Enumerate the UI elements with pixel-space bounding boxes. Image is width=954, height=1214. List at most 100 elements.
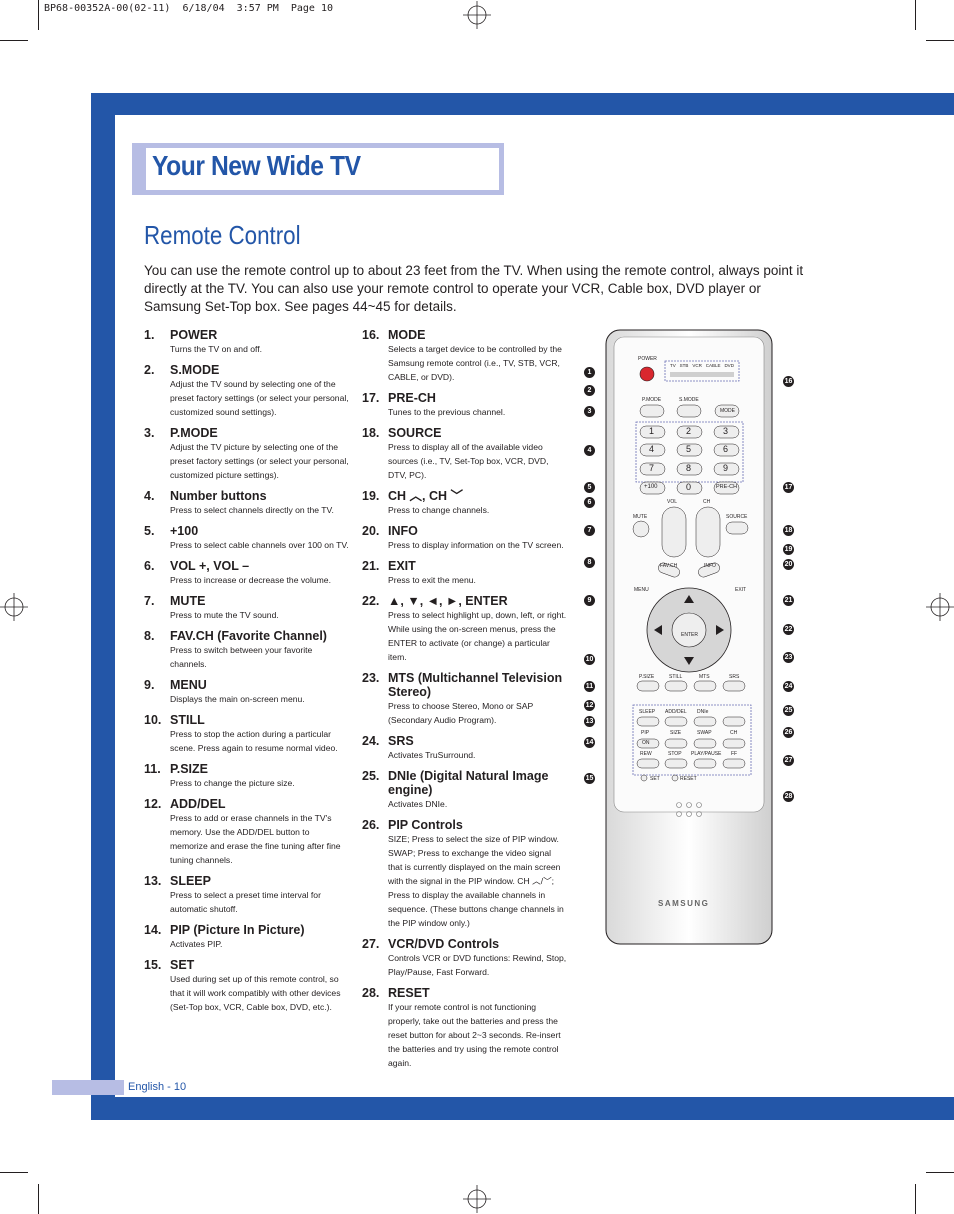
- favch-label: FAV.CH: [660, 563, 678, 569]
- callout-marker: 22: [783, 624, 794, 635]
- title-box: [146, 148, 499, 190]
- mode-label: MODE: [720, 408, 735, 414]
- intro-paragraph: You can use the remote control up to abo…: [144, 263, 804, 314]
- digit-1: 1: [649, 426, 655, 436]
- callout-marker: 25: [783, 705, 794, 716]
- item-title: POWER: [170, 328, 218, 342]
- page-frame-top: [91, 93, 954, 115]
- item-title: EXIT: [388, 559, 416, 573]
- callout-marker: 13: [584, 716, 595, 727]
- page-number: English - 10: [128, 1081, 187, 1093]
- item-description: Press to select a preset time interval f…: [170, 890, 321, 914]
- stop-label: STOP: [668, 751, 682, 757]
- psize-label: P.SIZE: [639, 674, 655, 680]
- enter-label: ENTER: [681, 632, 698, 638]
- callout-marker: 3: [584, 406, 595, 417]
- item-heading: 21.EXIT: [362, 559, 567, 573]
- item-description: Press to mute the TV sound.: [170, 610, 279, 620]
- item-title: ADD/DEL: [170, 797, 226, 811]
- item-description: Activates TruSurround.: [388, 750, 476, 760]
- callout-marker: 17: [783, 482, 794, 493]
- item-number: 27.: [362, 937, 380, 951]
- item-title: +100: [170, 524, 199, 538]
- item-number: 26.: [362, 818, 380, 832]
- item-title: S.MODE: [170, 363, 220, 377]
- item-number: 22.: [362, 594, 380, 608]
- item-number: 25.: [362, 769, 380, 783]
- item-title: PRE-CH: [388, 391, 436, 405]
- registration-mark-icon: [926, 593, 954, 621]
- item-description: Adjust the TV sound by selecting one of …: [170, 379, 349, 417]
- item-title: SRS: [388, 734, 414, 748]
- item-number: 14.: [144, 923, 162, 937]
- item-number: 28.: [362, 986, 380, 1000]
- item-heading: 7.MUTE: [144, 594, 349, 608]
- digit-2: 2: [686, 426, 692, 436]
- vol-label: VOL: [667, 499, 678, 505]
- callout-marker: 16: [783, 376, 794, 387]
- mode-vcr-label: VCR: [692, 363, 702, 368]
- remote-control-drawing: [605, 329, 773, 945]
- item-title: PIP Controls: [388, 818, 463, 832]
- item-description: Press to select highlight up, down, left…: [388, 610, 567, 662]
- item-heading: 28.RESET: [362, 986, 567, 1000]
- digit-5: 5: [686, 444, 692, 454]
- item-heading: 11.P.SIZE: [144, 762, 349, 776]
- item-heading: 10.STILL: [144, 713, 349, 727]
- item-heading: 18.SOURCE: [362, 426, 567, 440]
- item-heading: 1.POWER: [144, 328, 349, 342]
- callout-marker: 27: [783, 755, 794, 766]
- item-heading: 17.PRE-CH: [362, 391, 567, 405]
- callout-marker: 11: [584, 681, 595, 692]
- item-title: SLEEP: [170, 874, 211, 888]
- item-description: Press to display information on the TV s…: [388, 540, 564, 550]
- item-description: If your remote control is not functionin…: [388, 1002, 561, 1068]
- callout-marker: 28: [783, 791, 794, 802]
- playpause-label: PLAY/PAUSE: [691, 751, 722, 757]
- callout-marker: 7: [584, 525, 595, 536]
- item-description: Press to switch between your favorite ch…: [170, 645, 313, 669]
- item-number: 12.: [144, 797, 162, 811]
- callout-marker: 23: [783, 652, 794, 663]
- item-description: SIZE; Press to select the size of PIP wi…: [388, 834, 564, 928]
- mode-stb-label: STB: [679, 363, 689, 368]
- item-heading: 27.VCR/DVD Controls: [362, 937, 567, 951]
- item-number: 19.: [362, 489, 380, 503]
- footer-bar: [52, 1080, 124, 1095]
- item-number: 15.: [144, 958, 162, 972]
- item-title: Number buttons: [170, 489, 267, 503]
- list-item: 21.EXIT Press to exit the menu.: [362, 559, 567, 587]
- item-heading: 19.CH ︿, CH ﹀: [362, 489, 567, 503]
- item-description: Displays the main on-screen menu.: [170, 694, 305, 704]
- item-title: FAV.CH (Favorite Channel): [170, 629, 327, 643]
- item-heading: 4.Number buttons: [144, 489, 349, 503]
- item-description: Press to exit the menu.: [388, 575, 476, 585]
- digit-0: 0: [686, 482, 692, 492]
- page-frame-bottom: [91, 1097, 954, 1120]
- item-heading: 12. ADD/DEL: [144, 797, 349, 811]
- item-number: 3.: [144, 426, 155, 440]
- callout-marker: 1: [584, 367, 595, 378]
- item-heading: 22.▲, ▼, ◄, ►, ENTER: [362, 594, 567, 608]
- item-heading: 15.SET: [144, 958, 349, 972]
- item-heading: 25.DNIe (Digital Natural Image engine): [362, 769, 567, 797]
- item-title: MENU: [170, 678, 207, 692]
- menu-label: MENU: [634, 587, 649, 593]
- callout-marker: 5: [584, 482, 595, 493]
- list-item: 7.MUTE Press to mute the TV sound.: [144, 594, 349, 622]
- item-description: Activates DNIe.: [388, 799, 448, 809]
- registration-mark-icon: [463, 1185, 491, 1213]
- item-number: 20.: [362, 524, 380, 538]
- mode-cable-label: CABLE: [705, 363, 721, 368]
- ch-label: CH: [703, 499, 711, 505]
- dnie-label: DNIe: [697, 709, 709, 715]
- item-description: Used during set up of this remote contro…: [170, 974, 341, 1012]
- crop-mark: [38, 1184, 39, 1214]
- power-button-label: POWER: [638, 356, 657, 362]
- size-label: SIZE: [670, 730, 682, 736]
- sleep-label: SLEEP: [639, 709, 656, 715]
